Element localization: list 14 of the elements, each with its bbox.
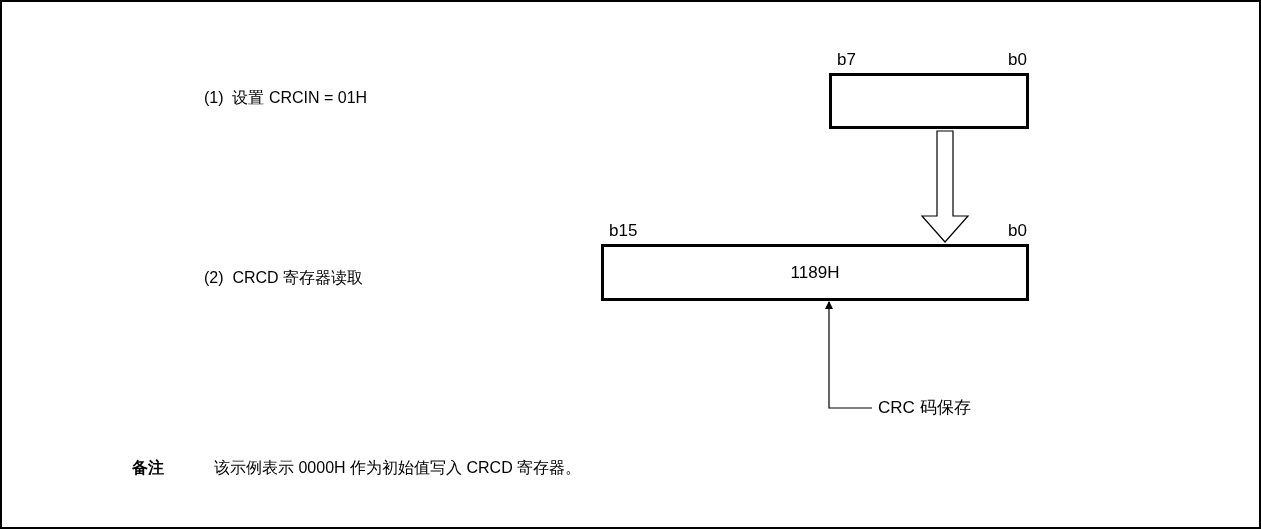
register-box bbox=[829, 73, 1029, 129]
register-value: 1189H bbox=[790, 261, 840, 284]
bit-label: b0 bbox=[1008, 220, 1027, 242]
annotation-text: CRC 码保存 bbox=[878, 396, 1028, 420]
note-heading: 备注 bbox=[132, 458, 164, 478]
leader-arrow bbox=[825, 301, 873, 409]
bit-label: b15 bbox=[609, 220, 638, 242]
step-label: (2) CRCD 寄存器读取 bbox=[204, 268, 364, 288]
bit-label: b7 bbox=[837, 49, 856, 71]
hollow-arrow bbox=[920, 130, 970, 243]
bit-label: b0 bbox=[1008, 49, 1027, 71]
step-label: (1) 设置 CRCIN = 01H bbox=[204, 88, 368, 108]
register-box bbox=[601, 244, 1029, 301]
note-text: 该示例表示 0000H 作为初始值写入 CRCD 寄存器。 bbox=[214, 458, 582, 478]
